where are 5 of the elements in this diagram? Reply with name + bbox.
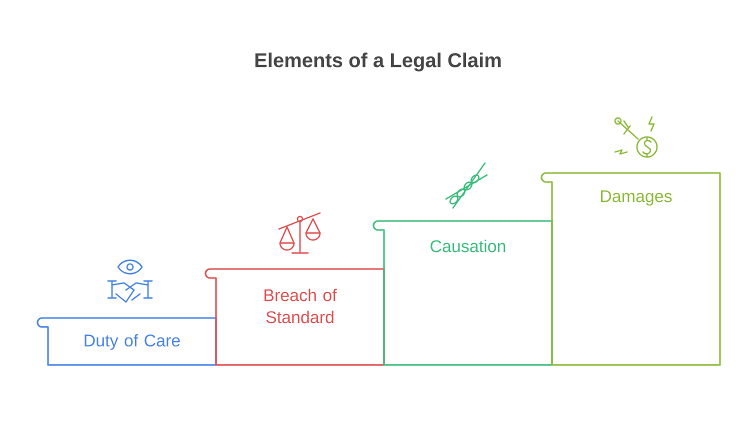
title: Elements of a Legal Claim — [255, 52, 501, 72]
step-box: Damages — [540, 172, 721, 366]
step-box: Breach of Standard — [204, 268, 385, 366]
step-box: Causation — [372, 220, 553, 366]
step-box: Duty of Care — [36, 317, 217, 366]
